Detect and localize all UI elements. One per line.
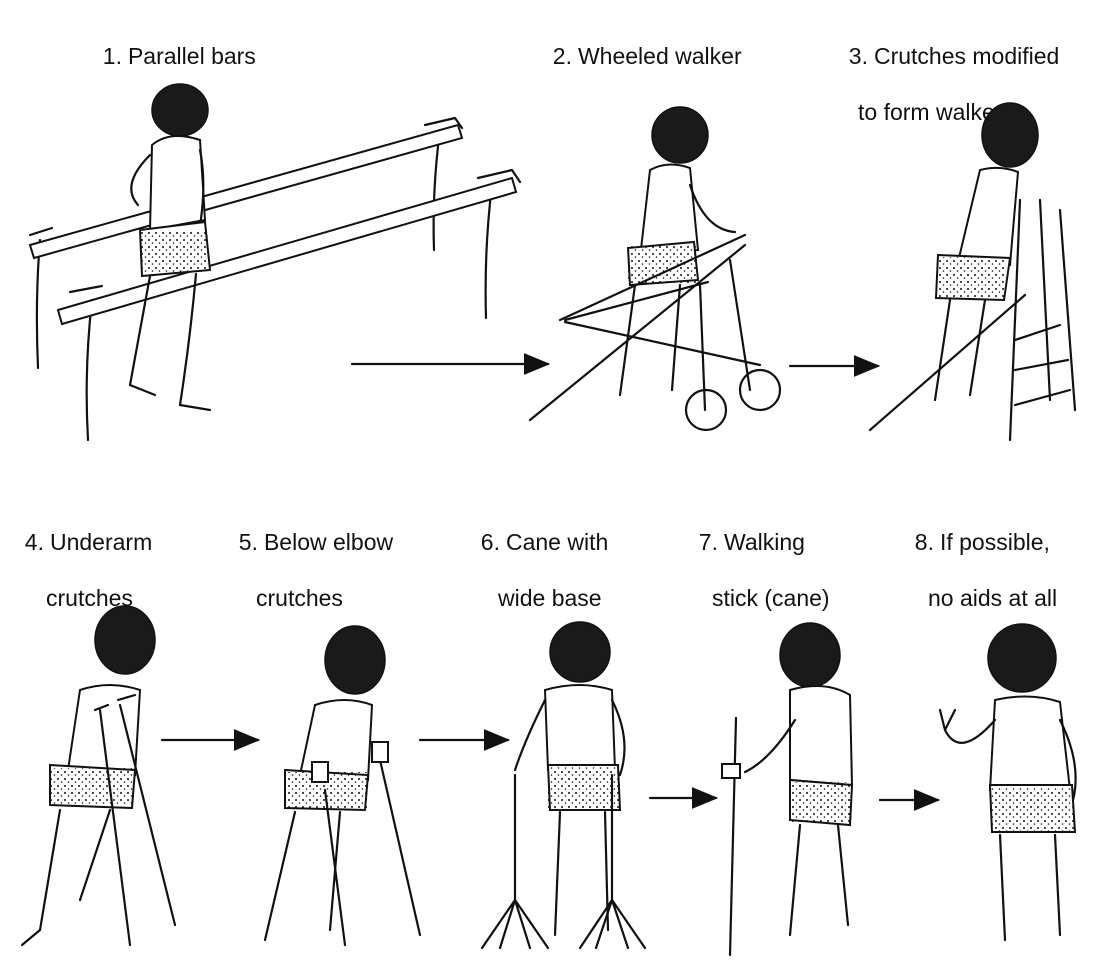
parallel-bars-illustration bbox=[30, 84, 520, 440]
crutch-walker-illustration bbox=[870, 103, 1075, 440]
elbow-crutches-illustration bbox=[265, 626, 420, 945]
wide-base-cane-illustration bbox=[482, 622, 645, 948]
wheeled-walker-illustration bbox=[530, 107, 780, 430]
no-aids-illustration bbox=[940, 624, 1076, 940]
underarm-crutches-illustration bbox=[22, 606, 175, 945]
walking-stick-illustration bbox=[722, 623, 852, 955]
